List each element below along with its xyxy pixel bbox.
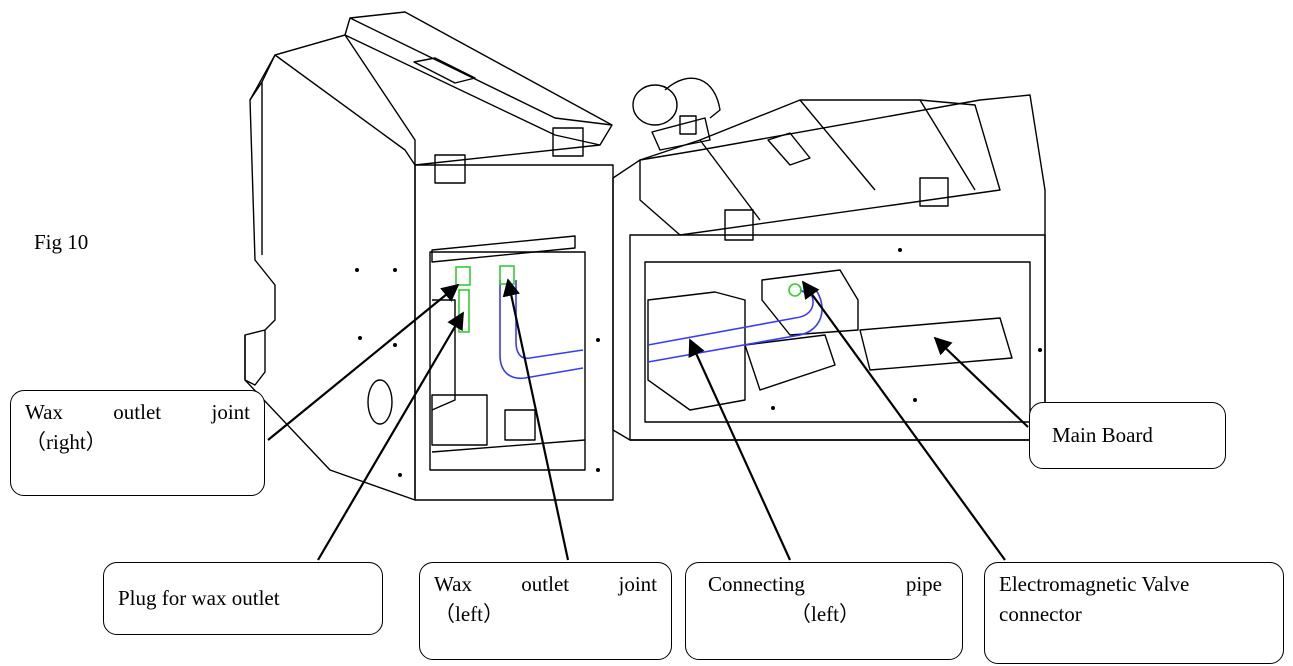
leader-wax-outlet-left (502, 278, 570, 561)
wax-outlet-joint-right-shape (455, 266, 471, 286)
left-hinge-2 (552, 127, 584, 157)
screw-holes (355, 248, 1042, 477)
leader-lines (267, 278, 1029, 561)
right-lid-ridge (699, 99, 976, 221)
wax-outlet-joint-left-shape (499, 265, 515, 285)
right-unit-body (612, 94, 1046, 441)
leader-wax-outlet-right (267, 283, 460, 441)
power-supply-unit (431, 394, 488, 446)
left-wax-pipe (499, 280, 584, 380)
callout-plug-wax-outlet: Plug for wax outlet (103, 562, 383, 635)
inner-block-left (647, 291, 746, 411)
callout-text: Electromagnetic Valve (999, 572, 1190, 596)
callout-text: Plug for wax outlet (118, 586, 280, 610)
callout-text: connector (999, 602, 1082, 626)
figure-label: Fig 10 (34, 230, 89, 254)
right-hinge-1 (724, 209, 754, 241)
callout-text: Wax outlet joint (434, 572, 657, 596)
valve-housing (761, 269, 859, 336)
knob (679, 115, 697, 135)
handle-base (651, 117, 711, 151)
left-unit-foot (244, 330, 266, 386)
left-side-port (367, 379, 393, 425)
callout-electromagnetic-valve-connector: Electromagnetic Valve connector (984, 562, 1284, 664)
leader-plug-wax-outlet (317, 311, 464, 561)
callout-text: Main Board (1052, 423, 1153, 447)
left-unit-front-face (414, 164, 614, 501)
plug-wax-outlet-shape (458, 289, 470, 333)
left-hinge-1 (434, 154, 466, 184)
green-joints (455, 265, 802, 333)
callout-text: （right） (25, 430, 107, 454)
right-unit-lid (639, 99, 1001, 236)
callout-main-board: Main Board (1029, 402, 1226, 469)
leader-main-board (933, 336, 1029, 428)
left-unit-lid-ridge (344, 17, 613, 146)
leader-valve-connector (801, 280, 1006, 561)
callout-text: Connecting pipe (708, 572, 942, 596)
left-unit-front-opening (429, 251, 586, 471)
wax-pipes (499, 280, 823, 380)
leader-connecting-pipe (688, 338, 792, 561)
left-opening-bracket (431, 235, 576, 263)
right-lid-window (767, 132, 811, 166)
callout-wax-outlet-joint-left: Wax outlet joint （left） (419, 562, 672, 660)
handle-ring (632, 84, 678, 126)
valve-connector-shape (788, 283, 802, 297)
callout-connecting-pipe: Connecting pipe （left） (685, 562, 963, 660)
callout-text: （left） (790, 602, 860, 626)
left-unit-side-edge (249, 54, 276, 255)
callout-text: Wax outlet joint (25, 400, 250, 424)
power-terminal-block (504, 409, 536, 441)
inner-block-middle (744, 334, 836, 391)
right-unit-front-opening (644, 261, 1031, 423)
main-board-plate (859, 317, 1013, 371)
left-opening-inner (431, 299, 586, 453)
connecting-pipe (647, 289, 823, 363)
left-unit-side-panel (244, 34, 416, 501)
callout-text: （left） (434, 602, 504, 626)
handle-arm (664, 77, 721, 119)
right-unit-front-face (629, 234, 1046, 441)
right-hinge-2 (919, 177, 949, 207)
callout-wax-outlet-joint-right: Wax outlet joint （right） (10, 390, 265, 496)
left-lid-window (413, 57, 476, 84)
left-unit-lid (274, 11, 613, 166)
